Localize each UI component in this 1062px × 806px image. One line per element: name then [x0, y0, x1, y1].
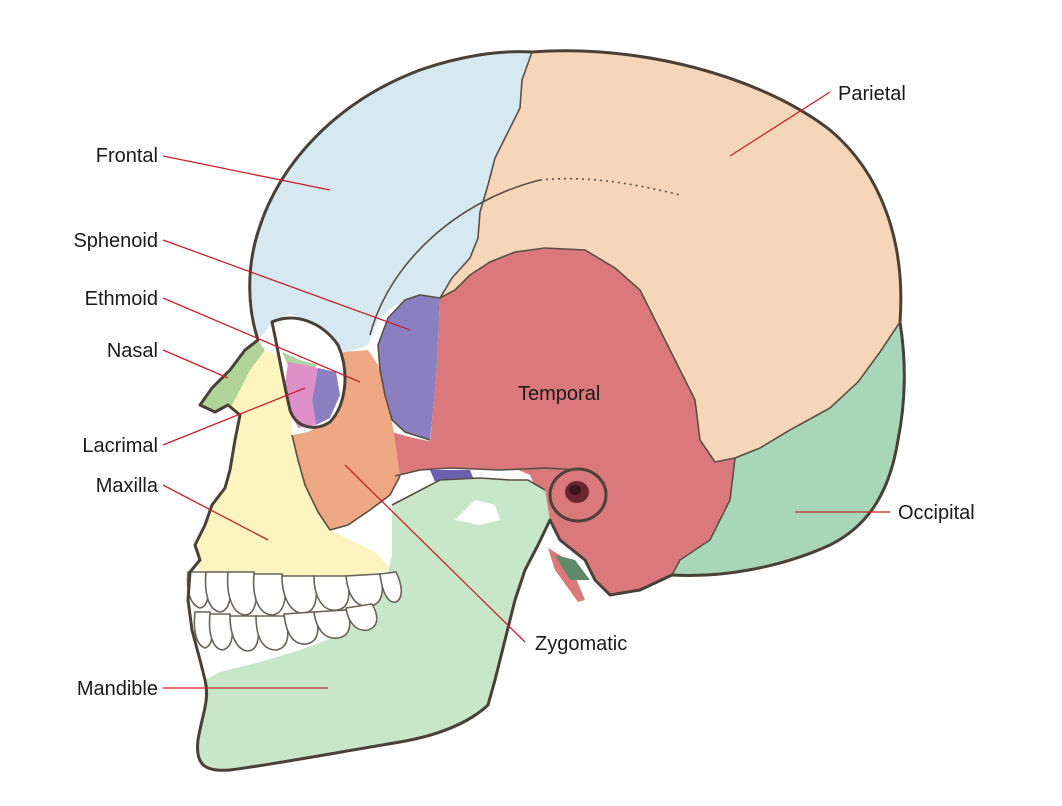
- label-mandible: Mandible: [77, 678, 158, 700]
- zygomatic-suture: [291, 434, 401, 531]
- sphenoid-bone: [378, 295, 440, 440]
- arch-outline: [394, 467, 581, 477]
- zygomatic-arch: [392, 432, 580, 476]
- lacrimal-bone: [285, 362, 318, 428]
- leader-sphenoid: [162, 239, 411, 331]
- coronal-suture: [439, 51, 533, 299]
- label-occipital: Occipital: [898, 502, 975, 524]
- occipitomastoid-suture: [671, 457, 736, 576]
- lower-teeth: [193, 603, 378, 652]
- sphenoid-suture: [377, 294, 441, 441]
- leader-frontal: [162, 155, 331, 191]
- label-lacrimal: Lacrimal: [82, 435, 158, 457]
- temporal-bone: [430, 248, 735, 595]
- label-temporal: Temporal: [518, 383, 600, 405]
- label-sphenoid: Sphenoid: [73, 230, 158, 252]
- leader-ethmoid: [162, 297, 361, 383]
- label-parietal: Parietal: [838, 83, 906, 105]
- frontal-bone: [249, 51, 532, 355]
- styloid-process: [548, 548, 585, 602]
- leader-lines: [162, 91, 890, 689]
- orbit-sphenoid: [312, 368, 340, 425]
- leader-zygomatic: [344, 464, 526, 643]
- mandible-ramus-line: [391, 477, 546, 506]
- skull-outline: [186, 49, 906, 772]
- label-ethmoid: Ethmoid: [85, 288, 158, 310]
- label-zygomatic: Zygomatic: [535, 633, 627, 655]
- label-maxilla: Maxilla: [96, 475, 159, 497]
- leader-maxilla: [162, 484, 269, 541]
- lambdoid-suture: [734, 321, 901, 459]
- maxilla-bone: [195, 350, 392, 580]
- zygomatic-bone: [292, 350, 400, 530]
- temporal-line: [369, 179, 541, 336]
- label-nasal: Nasal: [107, 340, 158, 362]
- squamous-suture: [439, 247, 736, 463]
- leader-nasal: [162, 349, 229, 379]
- leader-lacrimal: [162, 387, 306, 446]
- temporal-line-dotted: [539, 177, 681, 196]
- parietal-bone: [440, 50, 901, 462]
- orbit-rim: [270, 316, 347, 429]
- label-frontal: Frontal: [96, 145, 158, 167]
- leader-parietal: [729, 91, 831, 157]
- ear-canal: [548, 467, 608, 523]
- mandibular-notch: [455, 500, 500, 525]
- mastoid-region: [555, 555, 590, 580]
- nasal-bone: [200, 340, 265, 412]
- upper-teeth: [186, 571, 403, 616]
